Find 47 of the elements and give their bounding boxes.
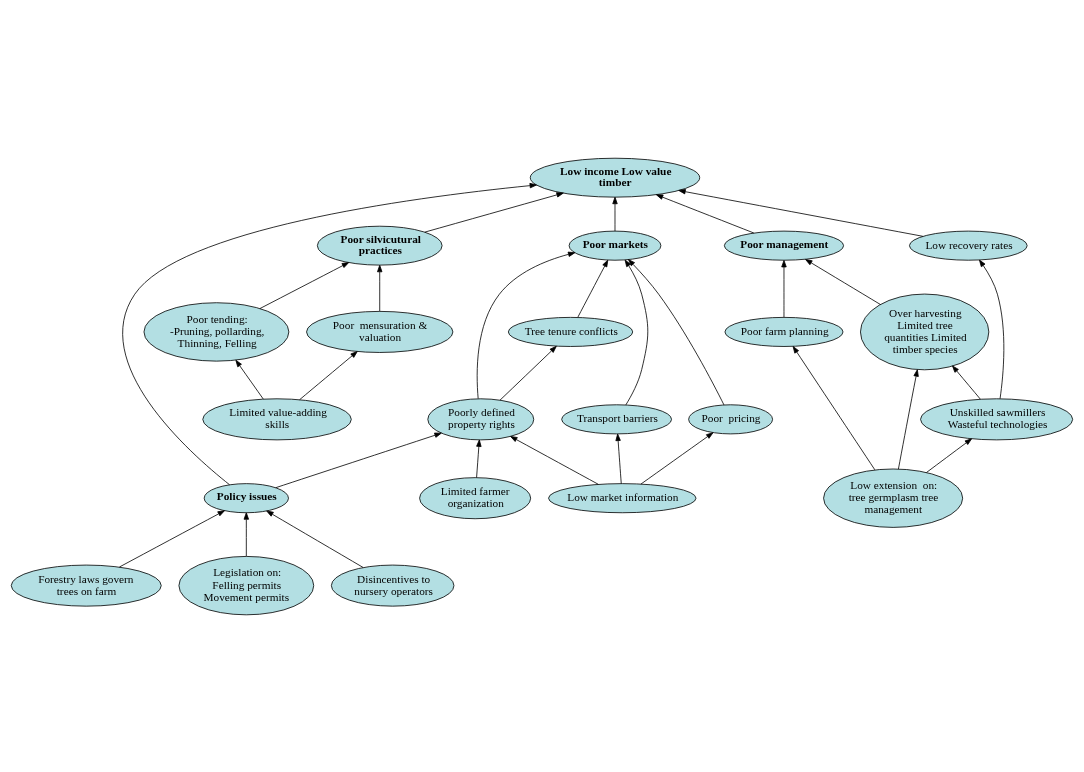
node-ellipse: Poor management bbox=[723, 230, 844, 261]
node-ellipse: Low market information bbox=[548, 482, 697, 513]
arrow bbox=[299, 350, 358, 400]
node-ellipse: Limited value-adding skills bbox=[202, 397, 352, 440]
arrow bbox=[377, 264, 383, 312]
arrow bbox=[805, 258, 881, 305]
node-ellipse: Tree tenure conflicts bbox=[507, 316, 634, 347]
node-ellipse: Forestry laws govern trees on farm bbox=[10, 564, 162, 607]
arrow bbox=[122, 182, 537, 485]
arrow bbox=[952, 365, 981, 399]
arrow bbox=[781, 259, 787, 318]
node-ellipse: Poor mensuration & valuation bbox=[306, 310, 454, 353]
arrow bbox=[259, 261, 350, 309]
arrow bbox=[898, 368, 919, 469]
node-ellipse: Transport barriers bbox=[561, 403, 672, 434]
arrow bbox=[510, 435, 599, 485]
node-ellipse: Disincentives to nursery operators bbox=[330, 564, 455, 607]
arrow bbox=[243, 511, 249, 557]
arrow bbox=[792, 345, 876, 470]
node-ellipse: Over harvesting Limited tree quantities Limited timber species bbox=[860, 293, 990, 370]
arrow bbox=[628, 258, 725, 405]
node-ellipse: Poor tending: -Pruning, pollarding, Thinning, Felling bbox=[143, 301, 290, 362]
node-ellipse: Limited farmer organization bbox=[419, 476, 532, 519]
arrow bbox=[678, 188, 924, 237]
arrow bbox=[577, 259, 609, 318]
node-ellipse: Low recovery rates bbox=[909, 230, 1028, 261]
node-ellipse: Low extension on: tree germplasm tree management bbox=[823, 468, 964, 528]
node-ellipse: Policy issues bbox=[203, 482, 289, 513]
arrow bbox=[499, 345, 557, 401]
arrow bbox=[612, 196, 618, 231]
arrow bbox=[640, 431, 714, 484]
arrow bbox=[476, 439, 482, 478]
node-ellipse: Legislation on: Felling permits Movement permits bbox=[178, 555, 315, 615]
arrow bbox=[979, 259, 1005, 399]
arrow bbox=[235, 359, 264, 399]
arrow bbox=[624, 259, 649, 405]
arrow bbox=[926, 437, 972, 473]
arrow bbox=[275, 432, 442, 488]
node-ellipse: Unskilled sawmillers Wasteful technologies bbox=[920, 397, 1074, 440]
arrow bbox=[119, 509, 225, 567]
arrow bbox=[655, 193, 755, 233]
arrow bbox=[476, 251, 576, 399]
node-ellipse: Poor pricing bbox=[688, 403, 773, 434]
arrow bbox=[424, 191, 564, 233]
arrow bbox=[266, 510, 364, 568]
node-ellipse: Poor farm planning bbox=[724, 316, 844, 347]
arrow bbox=[615, 433, 622, 484]
